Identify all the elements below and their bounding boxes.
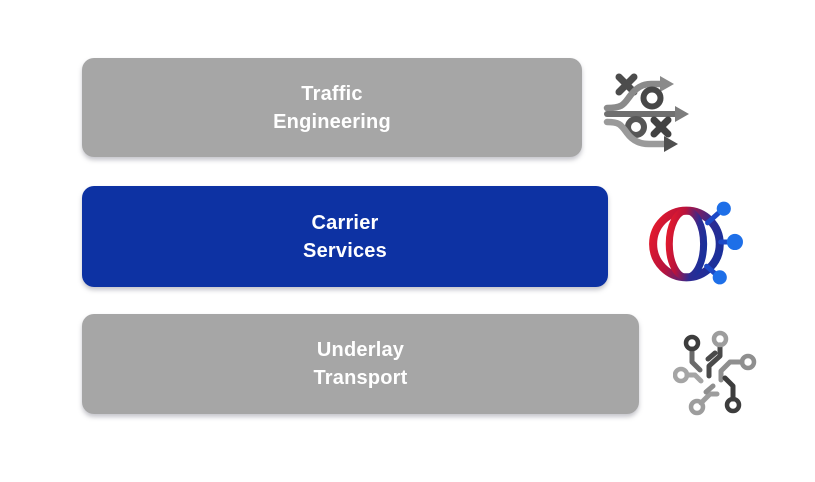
circuit-nodes-icon <box>673 330 763 420</box>
layer-bar-traffic-engineering: Traffic Engineering <box>82 58 582 157</box>
tactics-arrows-icon <box>603 64 695 154</box>
layer-label-line: Services <box>303 239 387 262</box>
layer-bar-underlay-transport: Underlay Transport <box>82 314 639 414</box>
layer-label-line: Transport <box>313 367 408 389</box>
globe-network-icon <box>642 197 745 291</box>
layer-label-line: Carrier <box>311 211 379 234</box>
layer-label-line: Underlay <box>316 339 405 361</box>
layer-label-line: Traffic <box>301 82 363 105</box>
layer-label-line: Engineering <box>273 110 391 133</box>
layer-bar-carrier-services: Carrier Services <box>82 186 608 287</box>
